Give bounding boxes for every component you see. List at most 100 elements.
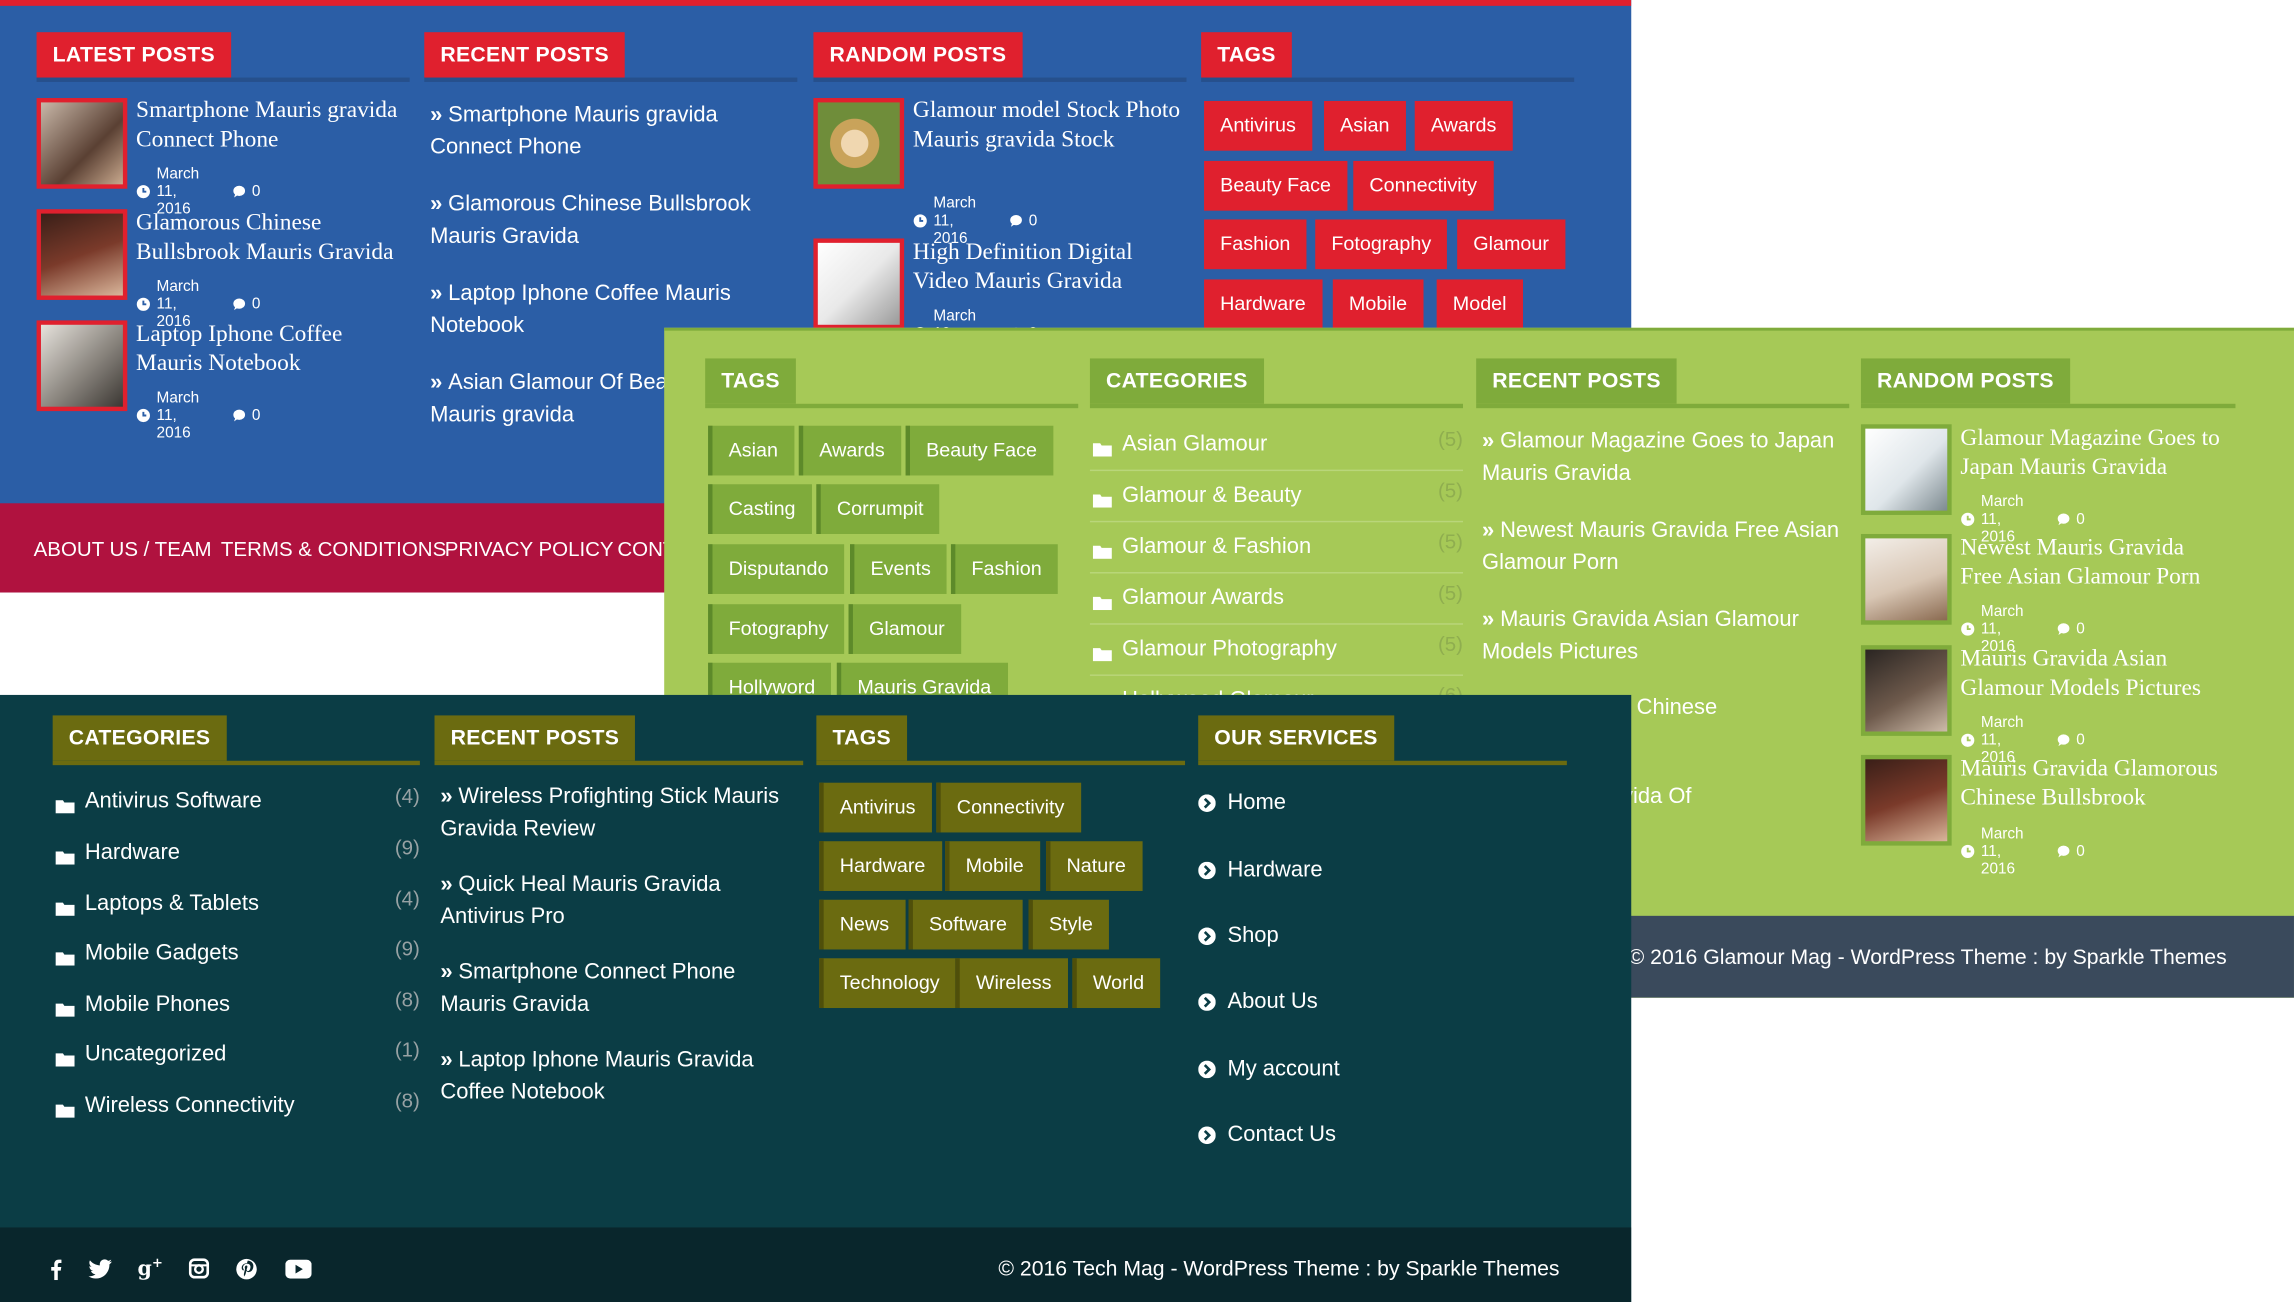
post-title[interactable]: Glamorous Chinese Bullsbrook Mauris Grav… bbox=[136, 210, 394, 265]
category-item[interactable]: Glamour & Beauty (5) bbox=[1089, 471, 1463, 523]
tag-link[interactable]: Beauty Face bbox=[1204, 160, 1348, 211]
post-thumbnail[interactable] bbox=[1860, 754, 1952, 846]
tag-link[interactable]: Events bbox=[850, 544, 947, 594]
recent-post-link[interactable]: »Laptop Iphone Coffee Mauris Notebook bbox=[430, 280, 731, 338]
service-label[interactable]: My account bbox=[1227, 1056, 1340, 1082]
post-title[interactable]: Newest Mauris Gravida Free Asian Glamour… bbox=[1960, 535, 2201, 590]
youtube-icon[interactable] bbox=[285, 1259, 312, 1286]
category-name[interactable]: Mobile Phones bbox=[84, 991, 231, 1017]
post-thumbnail[interactable] bbox=[36, 209, 128, 300]
post-title[interactable]: Glamour model Stock Photo Mauris gravida… bbox=[912, 98, 1181, 153]
footer-link-terms[interactable]: TERMS & CONDITIONS bbox=[220, 536, 447, 561]
post-thumbnail[interactable] bbox=[813, 98, 905, 189]
category-name[interactable]: Glamour & Fashion bbox=[1122, 533, 1312, 559]
recent-post-link[interactable]: »Laptop Iphone Mauris Gravida Coffee Not… bbox=[440, 1047, 754, 1105]
tag-link[interactable]: Connectivity bbox=[1353, 160, 1494, 211]
tag-link[interactable]: Antivirus bbox=[819, 782, 932, 833]
category-name[interactable]: Glamour Awards bbox=[1122, 585, 1284, 611]
tag-link[interactable]: Corrumpit bbox=[816, 484, 940, 534]
post-thumbnail[interactable] bbox=[36, 98, 128, 189]
category-item[interactable]: Asian Glamour (5) bbox=[1089, 420, 1463, 472]
category-item[interactable]: Mobile Phones (8) bbox=[53, 980, 420, 1030]
category-item[interactable]: Mobile Gadgets (9) bbox=[53, 929, 420, 979]
category-item[interactable]: Uncategorized (1) bbox=[53, 1030, 420, 1080]
tag-link[interactable]: Fashion bbox=[950, 544, 1058, 594]
tag-link[interactable]: Beauty Face bbox=[905, 425, 1054, 476]
tag-link[interactable]: Style bbox=[1028, 899, 1109, 950]
recent-post-link[interactable]: »Wireless Profighting Stick Mauris Gravi… bbox=[440, 784, 780, 842]
service-label[interactable]: Hardware bbox=[1227, 857, 1323, 883]
tag-link[interactable]: Hardware bbox=[819, 841, 942, 891]
category-item[interactable]: Glamour Awards (5) bbox=[1089, 573, 1463, 625]
tag-link[interactable]: Casting bbox=[708, 484, 812, 534]
category-name[interactable]: Antivirus Software bbox=[84, 788, 262, 814]
service-label[interactable]: Contact Us bbox=[1227, 1122, 1337, 1147]
category-name[interactable]: Uncategorized bbox=[84, 1041, 227, 1067]
tag-link[interactable]: Glamour bbox=[1457, 219, 1566, 270]
tag-link[interactable]: Fotography bbox=[1315, 219, 1448, 270]
recent-post-link[interactable]: »Mauris Gravida Asian Glamour Models Pic… bbox=[1482, 607, 1799, 665]
tag-link[interactable]: Glamour bbox=[848, 604, 961, 654]
facebook-icon[interactable] bbox=[47, 1258, 65, 1287]
recent-post-link[interactable]: »Asian Glamour Of Bea Mauris gravida bbox=[430, 370, 668, 428]
footer-link-contact[interactable]: CONT bbox=[617, 536, 676, 561]
tag-link[interactable]: News bbox=[819, 899, 906, 950]
post-thumbnail[interactable] bbox=[1860, 424, 1952, 515]
recent-post-link[interactable]: »Glamour Magazine Goes to Japan Mauris G… bbox=[1482, 428, 1835, 486]
category-name[interactable]: Glamour & Beauty bbox=[1122, 482, 1302, 508]
footer-link-privacy[interactable]: PRIVACY POLICY bbox=[444, 536, 614, 561]
tag-link[interactable]: World bbox=[1072, 958, 1161, 1009]
recent-post-link[interactable]: »Smartphone Connect Phone Mauris Gravida bbox=[440, 959, 736, 1017]
category-item[interactable]: Hardware (9) bbox=[53, 828, 420, 878]
post-thumbnail[interactable] bbox=[813, 238, 905, 330]
post-title[interactable]: Mauris Gravida Asian Glamour Models Pict… bbox=[1960, 646, 2201, 701]
post-title[interactable]: High Definition Digital Video Mauris Gra… bbox=[912, 239, 1133, 295]
service-label[interactable]: About Us bbox=[1227, 988, 1318, 1014]
category-item[interactable]: Wireless Connectivity (8) bbox=[53, 1081, 420, 1131]
tag-link[interactable]: Awards bbox=[798, 425, 901, 476]
footer-link-about[interactable]: ABOUT US / TEAM bbox=[33, 536, 212, 561]
category-item[interactable]: Glamour Photography (5) bbox=[1089, 625, 1463, 676]
post-title[interactable]: Laptop Iphone Coffee Mauris Notebook bbox=[136, 321, 343, 376]
category-name[interactable]: Mobile Gadgets bbox=[84, 940, 239, 966]
post-title[interactable]: Mauris Gravida Glamorous Chinese Bullsbr… bbox=[1960, 756, 2218, 811]
recent-post-link[interactable]: »Glamorous Chinese Bullsbrook Mauris Gra… bbox=[430, 191, 751, 249]
service-label[interactable]: Shop bbox=[1227, 923, 1279, 949]
service-label[interactable]: Home bbox=[1227, 790, 1286, 815]
category-item[interactable]: Antivirus Software (4) bbox=[53, 777, 420, 827]
post-thumbnail[interactable] bbox=[1860, 533, 1952, 625]
post-thumbnail[interactable] bbox=[36, 320, 128, 412]
post-thumbnail[interactable] bbox=[1860, 645, 1952, 736]
recent-post-link[interactable]: »Newest Mauris Gravida Free Asian Glamou… bbox=[1482, 517, 1840, 575]
tag-link[interactable]: Nature bbox=[1046, 841, 1142, 891]
tag-link[interactable]: Mobile bbox=[945, 841, 1040, 891]
tag-link[interactable]: Disputando bbox=[708, 544, 845, 594]
tag-link[interactable]: Fashion bbox=[1204, 219, 1307, 270]
tag-link[interactable]: Hardware bbox=[1204, 279, 1322, 330]
post-title[interactable]: Smartphone Mauris gravida Connect Phone bbox=[136, 98, 398, 153]
category-name[interactable]: Hardware bbox=[84, 839, 180, 865]
category-name[interactable]: Laptops & Tablets bbox=[84, 890, 259, 916]
category-item[interactable]: Laptops & Tablets (4) bbox=[53, 879, 420, 929]
instagram-icon[interactable] bbox=[188, 1258, 210, 1286]
google-plus-icon[interactable]: g+ bbox=[137, 1256, 163, 1282]
post-title[interactable]: Glamour Magazine Goes to Japan Mauris Gr… bbox=[1960, 425, 2220, 480]
tag-link[interactable]: Model bbox=[1436, 279, 1523, 330]
tag-link[interactable]: Software bbox=[908, 899, 1024, 950]
tag-link[interactable]: Asian bbox=[1324, 100, 1406, 151]
category-item[interactable]: Glamour & Fashion (5) bbox=[1089, 522, 1463, 574]
pinterest-icon[interactable] bbox=[236, 1258, 258, 1287]
recent-post-link[interactable]: »Smartphone Mauris gravida Connect Phone bbox=[430, 102, 718, 160]
twitter-icon[interactable] bbox=[88, 1258, 113, 1287]
category-name[interactable]: Wireless Connectivity bbox=[84, 1092, 295, 1118]
tag-link[interactable]: Connectivity bbox=[936, 782, 1081, 833]
tag-link[interactable]: Mobile bbox=[1332, 279, 1424, 330]
tag-link[interactable]: Technology bbox=[819, 958, 956, 1009]
tag-link[interactable]: Antivirus bbox=[1204, 100, 1312, 151]
recent-post-link[interactable]: »Quick Heal Mauris Gravida Antivirus Pro bbox=[440, 871, 721, 930]
tag-link[interactable]: Fotography bbox=[708, 604, 845, 654]
category-name[interactable]: Asian Glamour bbox=[1122, 431, 1268, 457]
tag-link[interactable]: Awards bbox=[1414, 100, 1513, 151]
category-name[interactable]: Glamour Photography bbox=[1122, 636, 1337, 662]
tag-link[interactable]: Asian bbox=[708, 425, 795, 476]
